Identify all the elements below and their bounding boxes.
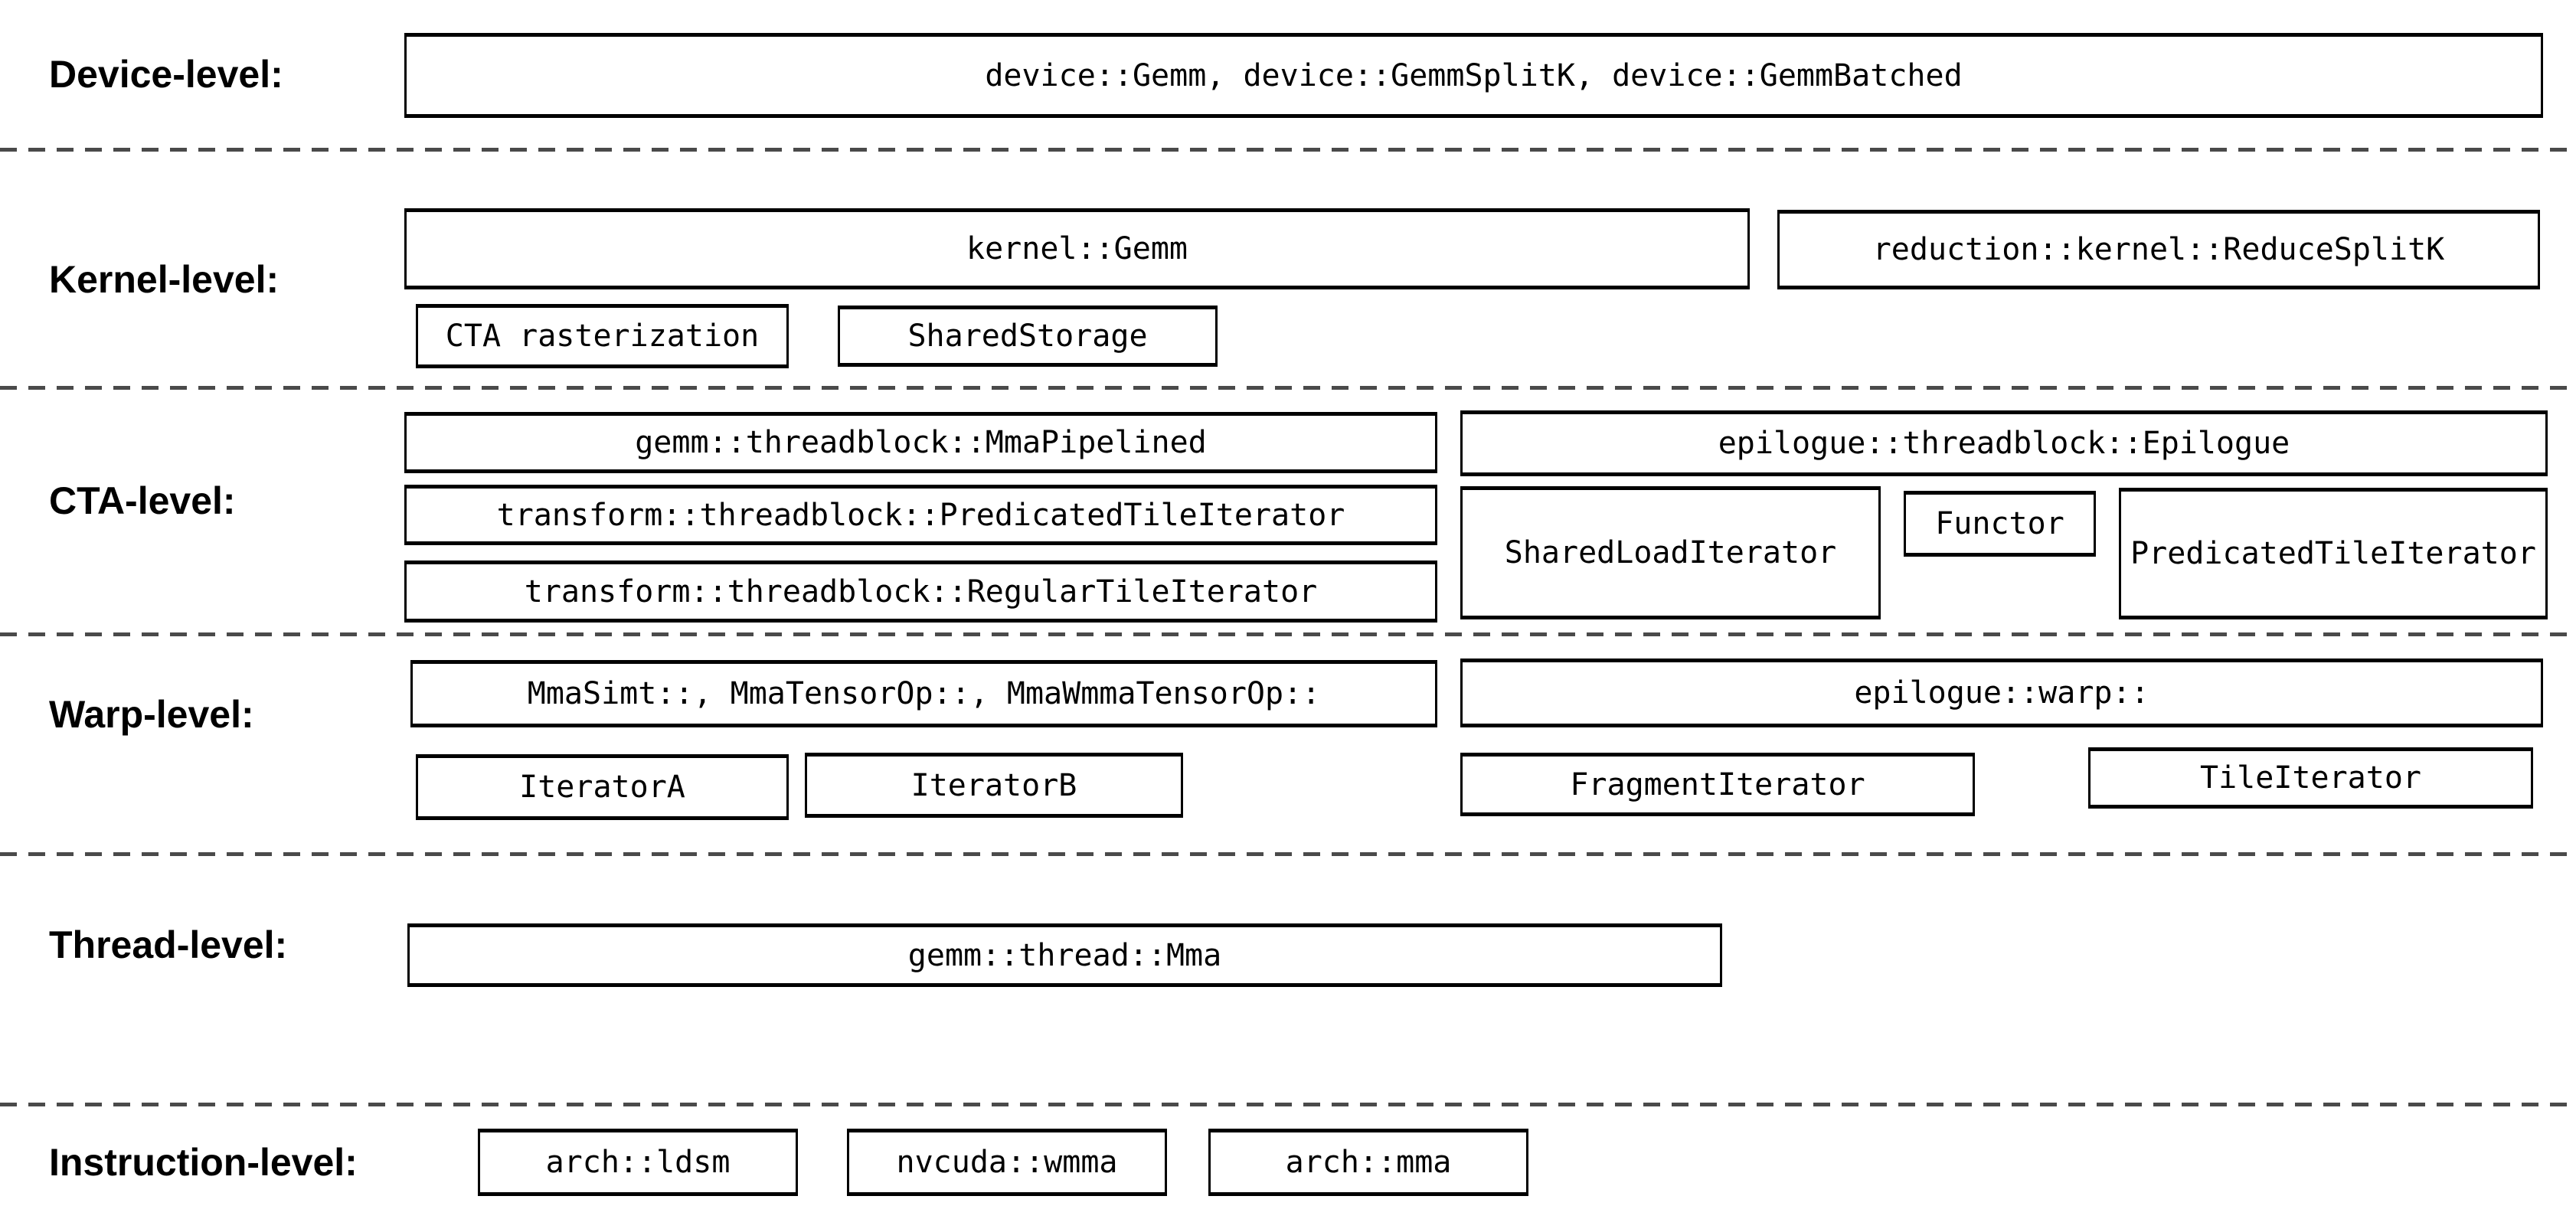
tile-iterator-box: TileIterator: [2088, 747, 2533, 809]
instruction-level-label: Instruction-level:: [49, 1141, 358, 1184]
kernel-gemm-box: kernel::Gemm: [404, 208, 1750, 289]
epilogue-warp-box: epilogue::warp::: [1460, 659, 2543, 727]
arch-mma-box: arch::mma: [1208, 1129, 1528, 1196]
cta-level-label: CTA-level:: [49, 479, 236, 522]
reduce-splitk-box: reduction::kernel::ReduceSplitK: [1777, 210, 2540, 289]
fragment-iterator-box: FragmentIterator: [1460, 753, 1975, 816]
thread-mma-box: gemm::thread::Mma: [407, 923, 1722, 987]
functor-box: Functor: [1904, 491, 2096, 557]
cta-rasterization-box: CTA rasterization: [416, 304, 789, 368]
row-separator: [0, 632, 2576, 636]
mma-pipelined-box: gemm::threadblock::MmaPipelined: [404, 412, 1437, 473]
arch-ldsm-box: arch::ldsm: [478, 1129, 798, 1196]
transform-regular-tile-iterator-box: transform::threadblock::RegularTileItera…: [404, 560, 1437, 623]
warp-mma-box: MmaSimt::, MmaTensorOp::, MmaWmmaTensorO…: [410, 660, 1437, 727]
row-separator: [0, 1103, 2576, 1106]
row-separator: [0, 386, 2576, 390]
iterator-a-box: IteratorA: [416, 754, 789, 820]
shared-load-iterator-box: SharedLoadIterator: [1460, 486, 1881, 619]
kernel-level-label: Kernel-level:: [49, 258, 280, 301]
row-separator: [0, 852, 2576, 856]
thread-level-label: Thread-level:: [49, 923, 288, 966]
row-separator: [0, 148, 2576, 152]
shared-storage-box: SharedStorage: [838, 306, 1218, 367]
device-gemm-box: device::Gemm, device::GemmSplitK, device…: [404, 33, 2543, 118]
transform-predicated-tile-iterator-box: transform::threadblock::PredicatedTileIt…: [404, 485, 1437, 545]
epilogue-threadblock-box: epilogue::threadblock::Epilogue: [1460, 410, 2548, 476]
iterator-b-box: IteratorB: [805, 753, 1183, 818]
warp-level-label: Warp-level:: [49, 693, 254, 736]
device-level-label: Device-level:: [49, 53, 283, 96]
nvcuda-wmma-box: nvcuda::wmma: [847, 1129, 1167, 1196]
epilogue-predicated-tile-iterator-box: PredicatedTileIterator: [2119, 488, 2548, 619]
